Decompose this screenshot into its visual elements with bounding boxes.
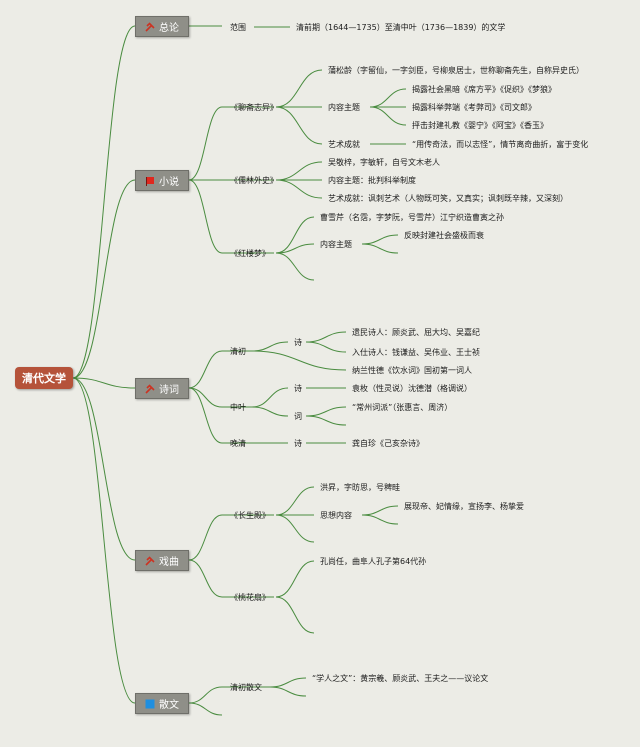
tools-icon: [145, 383, 155, 394]
connector-line: [361, 243, 399, 254]
connector-line: [251, 350, 347, 371]
connector-line: [275, 596, 315, 634]
honglou-author: 曹雪芹（名霑，字梦阮，号雪芹）江宁织造曹寅之孙: [320, 213, 504, 222]
red-flag-icon: [145, 176, 155, 186]
connector-line: [188, 686, 270, 704]
changsheng-content-label: 思想内容: [320, 511, 352, 520]
connector-line: [269, 677, 307, 688]
poetry-early-shi-label: 诗: [294, 338, 302, 347]
connector-line: [251, 341, 289, 352]
liaozhai-content-1: 揭露社会黑暗《席方平》《促织》《梦狼》: [412, 85, 556, 94]
scope-label: 范围: [230, 23, 246, 32]
connector-line: [269, 686, 307, 697]
connector-line: [72, 377, 136, 389]
connector-line: [275, 179, 323, 199]
connector-line: [251, 406, 289, 417]
connector-line: [305, 406, 347, 417]
category-label: 小说: [159, 177, 179, 188]
blue-square-icon: [145, 699, 155, 709]
prose-early-label: 清初散文: [230, 683, 262, 692]
poetry-late-shi: 龚自珍《己亥杂诗》: [352, 439, 424, 448]
poetry-late-label: 晚清: [230, 439, 246, 448]
liaozhai-content-2: 揭露科举弊端《考弊司》《司文郎》: [412, 103, 536, 112]
connector-line: [188, 350, 252, 389]
connector-line: [275, 486, 315, 516]
connector-line: [305, 331, 347, 343]
connector-line: [72, 377, 136, 704]
category-general[interactable]: 总论: [135, 16, 189, 37]
poetry-middle-label: 中叶: [230, 403, 246, 412]
rulin-item-1: 吴敬梓，字敏轩，自号文木老人: [328, 158, 440, 167]
connector-line: [188, 702, 223, 716]
prose-early-item: “学人之文”：黄宗羲、顾炎武、王夫之——议论文: [312, 674, 489, 683]
rulin-item-2: 内容主题：批判科举制度: [328, 176, 416, 185]
connector-line: [361, 234, 399, 245]
poetry-middle-shi-label: 诗: [294, 384, 302, 393]
category-prose[interactable]: 散文: [135, 693, 189, 714]
category-poetry[interactable]: 诗词: [135, 378, 189, 399]
poetry-late-shi-label: 诗: [294, 439, 302, 448]
connector-line: [275, 106, 323, 145]
connector-line: [188, 179, 274, 254]
connector-line: [275, 161, 323, 181]
connector-line: [72, 377, 136, 561]
taohua-author: 孔尚任，曲阜人孔子第64代孙: [320, 557, 427, 566]
connector-line: [72, 25, 136, 379]
changsheng-author: 洪昇，字昉思，号稗畦: [320, 483, 400, 492]
connector-line: [275, 514, 315, 543]
category-label: 散文: [159, 700, 179, 711]
connector-line: [251, 387, 289, 408]
connector-line: [305, 341, 347, 353]
category-label: 戏曲: [159, 557, 179, 568]
connector-line: [275, 243, 315, 254]
rulin-title[interactable]: 《儒林外史》: [230, 176, 278, 185]
scope-text: 清前期（1644—1735）至清中叶（1736—1839）的文学: [296, 23, 506, 32]
honglou-title[interactable]: 《红楼梦》: [230, 249, 270, 258]
connector-line: [305, 415, 347, 426]
category-novel[interactable]: 小说: [135, 170, 189, 191]
taohua-title[interactable]: 《桃花扇》: [230, 593, 270, 602]
category-label: 总论: [159, 23, 179, 34]
connector-line: [188, 514, 274, 561]
poetry-early-ci: 纳兰性德《饮水词》国初第一词人: [352, 366, 472, 375]
liaozhai-title[interactable]: 《聊斋志异》: [230, 103, 278, 112]
poetry-middle-shi: 袁枚（性灵说）沈德潜（格调说）: [352, 384, 472, 393]
tools-icon: [145, 21, 155, 32]
tools-icon: [145, 555, 155, 566]
connector-line: [72, 179, 136, 379]
changsheng-title[interactable]: 《长生殿》: [230, 511, 270, 520]
root-node[interactable]: 清代文学: [15, 367, 73, 389]
honglou-content: 反映封建社会盛极而衰: [404, 231, 484, 240]
connector-line: [188, 106, 274, 181]
connector-line: [188, 387, 252, 444]
liaozhai-content-3: 抨击封建礼教《婴宁》《阿宝》《香玉》: [412, 121, 548, 130]
connector-line: [361, 505, 399, 516]
liaozhai-author: 蒲松龄（字留仙，一字剑臣，号柳泉居士，世称聊斋先生，自称异史氏）: [328, 66, 584, 75]
poetry-early-shi-2: 入仕诗人：钱谦益、吴伟业、王士祯: [352, 348, 480, 357]
liaozhai-content-label: 内容主题: [328, 103, 360, 112]
connector-line: [369, 88, 407, 108]
connector-line: [369, 106, 407, 126]
category-label: 诗词: [159, 385, 179, 396]
connector-line: [275, 560, 315, 598]
connector-line: [361, 514, 399, 525]
connector-line: [188, 387, 252, 408]
honglou-content-label: 内容主题: [320, 240, 352, 249]
rulin-item-3: 艺术成就：讽刺艺术（人物既可笑，又真实；讽刺既辛辣，又深刻）: [328, 194, 568, 203]
poetry-early-label: 清初: [230, 347, 246, 356]
connector-line: [275, 252, 315, 281]
poetry-middle-ci: “常州词派”（张惠言、周济）: [352, 403, 453, 412]
changsheng-content: 展现帝、妃情缘，宣扬李、杨挚爱: [404, 502, 524, 511]
connector-line: [188, 559, 274, 598]
poetry-middle-ci-label: 词: [294, 412, 302, 421]
poetry-early-shi-1: 遗民诗人：顾炎武、屈大均、吴嘉纪: [352, 328, 480, 337]
connector-line: [275, 216, 315, 254]
liaozhai-art-label: 艺术成就: [328, 140, 360, 149]
connector-line: [275, 69, 323, 108]
liaozhai-art-text: “用传奇法，而以志怪”，情节离奇曲折，富于变化: [412, 140, 589, 149]
category-drama[interactable]: 戏曲: [135, 550, 189, 571]
